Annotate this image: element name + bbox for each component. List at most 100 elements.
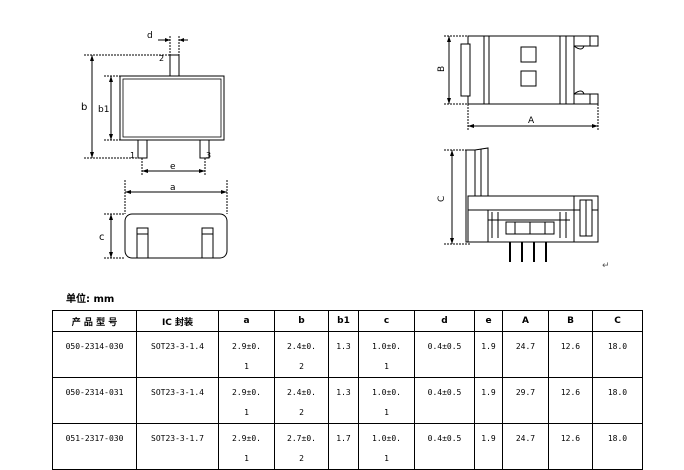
socket-side-view [444,147,599,262]
cell-text: 051-2317-030 [65,434,124,443]
table-cell: 24.7 [502,331,549,378]
sot23-top-view [84,36,225,176]
cell-text: 2.7±0. [287,434,316,443]
cell-text: 0.4±0.5 [427,342,462,351]
label-pin2: 2 [159,54,164,63]
cell-text: 2.9±0. [232,434,261,443]
column-header: b [274,310,329,332]
table-cell: 1.9 [474,331,503,378]
cell-text: 12.6 [560,342,581,351]
table-cell: 2.9±0. 1 [218,331,275,378]
table-cell: 051-2317-030 [52,423,137,470]
table-cell: SOT23-3-1.4 [136,331,219,378]
table-cell: 18.0 [592,377,643,424]
cell-text: 2.9±0. [232,342,261,351]
label-d: d [147,31,153,41]
column-header: B [548,310,593,332]
cell-text: 2 [299,408,304,417]
cell-text: 0.4±0.5 [427,388,462,397]
cell-text: 29.7 [515,388,536,397]
package-drawings: d 2 b b1 1 3 e a c [81,31,610,271]
cell-text: 1 [244,408,249,417]
cell-text: 1 [244,454,249,463]
label-b1: b1 [98,105,109,115]
table-cell: 24.7 [502,423,549,470]
label-b: b [81,102,87,113]
cell-text: 1 [384,408,389,417]
cell-text: 2.4±0. [287,342,316,351]
cell-text: 2.4±0. [287,388,316,397]
cell-text: 12.6 [560,388,581,397]
table-cell: 12.6 [548,331,593,378]
table-cell: 1.9 [474,377,503,424]
column-header: 产 品 型 号 [52,310,137,332]
cell-text: 1 [384,362,389,371]
cell-text: 050-2314-031 [65,388,124,397]
table-row: 050-2314-030 SOT23-3-1.4 2.9±0. 1 2.4±0. 2 1.3… [52,331,643,378]
table-cell: 0.4±0.5 [414,377,475,424]
column-header: e [474,310,503,332]
cell-text: SOT23-3-1.7 [151,434,204,443]
cell-text: 24.7 [515,342,536,351]
cell-text: 18.0 [607,388,628,397]
cell-text: 1.3 [336,388,351,397]
table-cell: SOT23-3-1.4 [136,377,219,424]
cell-text: 18.0 [607,342,628,351]
label-pin1: 1 [130,151,135,160]
cell-text: 1 [384,454,389,463]
table-cell: 18.0 [592,423,643,470]
table-cell: 050-2314-031 [52,377,137,424]
label-a: a [170,183,176,193]
table-cell: 2.7±0.2 [274,423,329,470]
table-cell: 18.0 [592,331,643,378]
sot23-side-view [104,180,228,259]
table-cell: 2.4±0. 2 [274,331,329,378]
table-cell: 1.3 [328,377,359,424]
cell-text: 1.9 [481,342,496,351]
cell-text: 1.9 [481,434,496,443]
table-cell: 050-2314-030 [52,331,137,378]
table-cell: 29.7 [502,377,549,424]
unit-label: 单位: mm [66,294,115,305]
cell-text: 1.0±0. [372,434,401,443]
cell-text: SOT23-3-1.4 [151,342,204,351]
cell-text: 050-2314-030 [65,342,124,351]
table-cell: 0.4±0.5 [414,331,475,378]
table-cell: 1.9 [474,423,503,470]
table-cell: 12.6 [548,377,593,424]
cell-text: 1.9 [481,388,496,397]
column-header: d [414,310,475,332]
socket-top-view [444,35,599,130]
table-cell: 1.7 [328,423,359,470]
label-pin3: 3 [206,151,211,160]
table-cell: 2.4±0. 2 [274,377,329,424]
table-cell: 1.3 [328,331,359,378]
label-c: c [99,232,105,243]
cell-text: 2 [299,362,304,371]
table-cell: 1.0±0.1 [358,331,415,378]
column-header: b1 [328,310,359,332]
label-C: C [437,196,447,202]
label-A: A [528,116,535,126]
cell-text: 24.7 [515,434,536,443]
column-header: C [592,310,643,332]
column-header: IC 封装 [136,310,219,332]
cell-text: 18.0 [607,434,628,443]
label-B: B [437,66,447,72]
label-e: e [170,162,176,172]
column-header: c [358,310,415,332]
table-cell: 0.4±0.5 [414,423,475,470]
table-row: 050-2314-031 SOT23-3-1.4 2.9±0. 1 2.4±0. 2 1.3… [52,377,643,424]
table-cell: 1.0±0. 1 [358,377,415,424]
cell-text: 1.7 [336,434,351,443]
cell-text: 1.0±0. [372,388,401,397]
cell-text: 1 [244,362,249,371]
table-row: 051-2317-030 SOT23-3-1.7 2.9±0. 1 2.7±0.2 1.7… [52,423,643,470]
table-cell: SOT23-3-1.7 [136,423,219,470]
cell-text: SOT23-3-1.4 [151,388,204,397]
cell-text: 2.9±0. [232,388,261,397]
table-cell: 2.9±0. 1 [218,377,275,424]
cell-text: 0.4±0.5 [427,434,462,443]
